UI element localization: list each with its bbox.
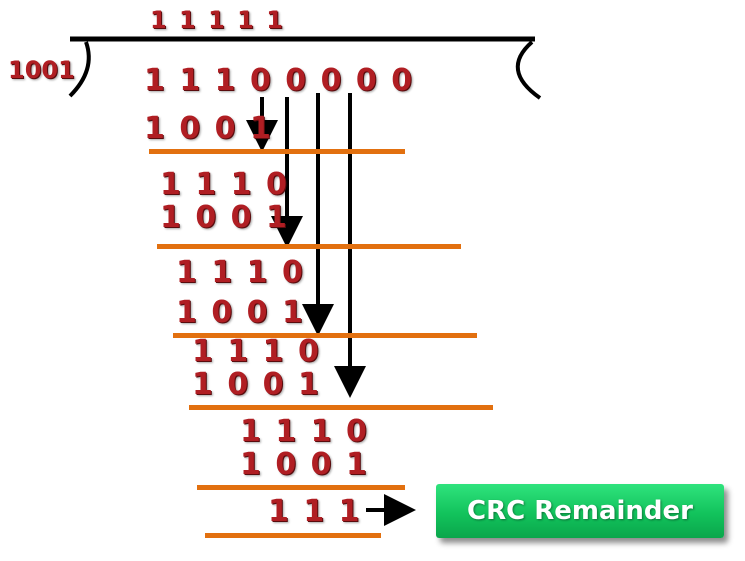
- step-5-partial: 1 1 1 0: [240, 414, 369, 449]
- divisor: 1001: [8, 56, 75, 84]
- dividend: 1 1 1 0 0 0 0 0: [144, 63, 415, 98]
- step-1-rule: [149, 149, 405, 154]
- step-2-partial: 1 1 1 0: [160, 167, 289, 202]
- step-3-partial: 1 1 1 0: [176, 255, 305, 290]
- step-1-subtrahend: 1 0 0 1: [144, 111, 273, 146]
- step-4-rule: [189, 405, 493, 410]
- quotient: 1 1 1 1 1: [150, 6, 285, 34]
- remainder: 1 1 1: [268, 494, 362, 529]
- step-5-subtrahend: 1 0 0 1: [240, 447, 369, 482]
- step-4-partial: 1 1 1 0: [192, 334, 321, 369]
- right-paren: [515, 40, 542, 100]
- remainder-rule: [205, 533, 381, 538]
- step-3-subtrahend: 1 0 0 1: [176, 295, 305, 330]
- crc-remainder-box: CRC Remainder: [436, 484, 724, 538]
- step-2-subtrahend: 1 0 0 1: [160, 200, 289, 235]
- step-3-rule: [173, 333, 477, 338]
- left-bracket: [68, 41, 91, 98]
- step-4-subtrahend: 1 0 0 1: [192, 367, 321, 402]
- crc-remainder-label: CRC Remainder: [466, 496, 693, 526]
- step-2-rule: [157, 244, 461, 249]
- step-5-rule: [197, 485, 405, 490]
